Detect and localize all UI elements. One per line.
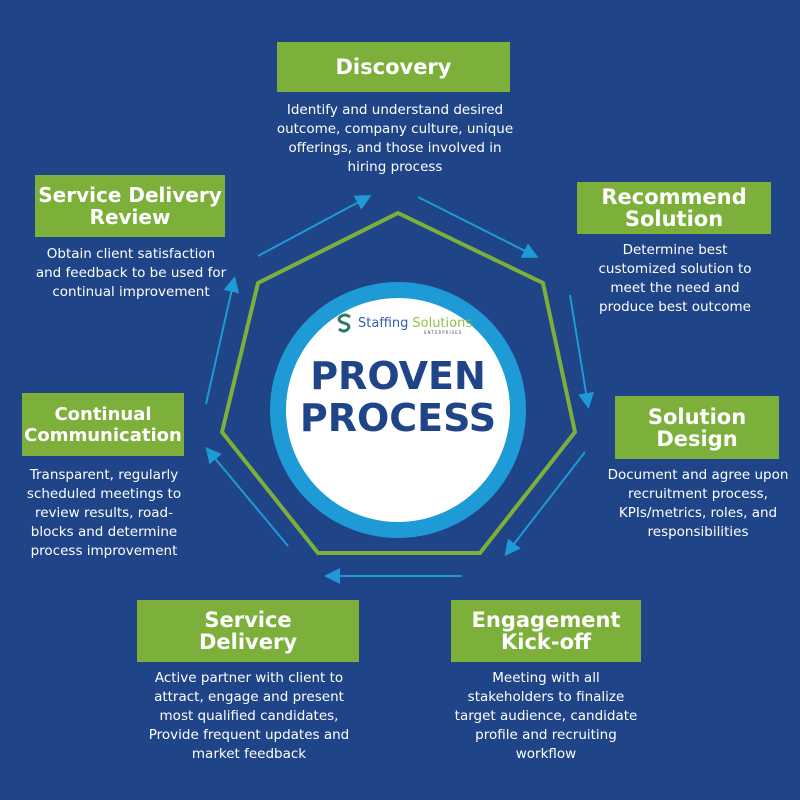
step-service-review-title: Service Delivery Review (35, 175, 225, 237)
step-solution-design-title: Solution Design (615, 396, 779, 459)
step-service-review-desc: Obtain client satisfaction and feedback … (35, 246, 227, 300)
arrow-5 (205, 446, 289, 547)
arrow-6 (205, 276, 240, 405)
step-service-delivery-title: Service Delivery (137, 600, 359, 662)
arrow-7 (257, 195, 372, 257)
step-engagement-desc: Meeting with all stakeholders to finaliz… (454, 670, 638, 762)
center-title-line2: PROCESS (299, 396, 497, 440)
step-continual-communication-title: Continual Communication (22, 393, 184, 456)
step-discovery-desc: Identify and understand desired outcome,… (276, 102, 514, 175)
step-recommend-title: Recommend Solution (577, 182, 771, 234)
step-discovery-title: Discovery (277, 42, 510, 92)
logo-word2: Solutions (412, 315, 473, 331)
step-solution-design-desc: Document and agree upon recruitment proc… (607, 467, 789, 540)
company-logo: Staffing Solutions ENTERPRISES (336, 313, 473, 335)
step-recommend-desc: Determine best customized solution to me… (598, 242, 752, 315)
center-title-line1: PROVEN (310, 354, 486, 398)
arrow-2 (569, 294, 594, 409)
logo-s-icon (337, 313, 351, 333)
logo-sub: ENTERPRISES (424, 330, 463, 335)
step-service-delivery-desc: Active partner with client to attract, e… (148, 670, 350, 762)
step-engagement-title: Engagement Kick-off (451, 600, 641, 662)
step-continual-communication-desc: Transparent, regularly scheduled meeting… (26, 467, 182, 559)
arrow-1 (417, 196, 539, 258)
arrow-3 (504, 451, 586, 557)
logo-word1: Staffing (358, 315, 409, 331)
center-title: PROVEN PROCESS (270, 355, 526, 439)
heptagon-outline (219, 210, 578, 555)
